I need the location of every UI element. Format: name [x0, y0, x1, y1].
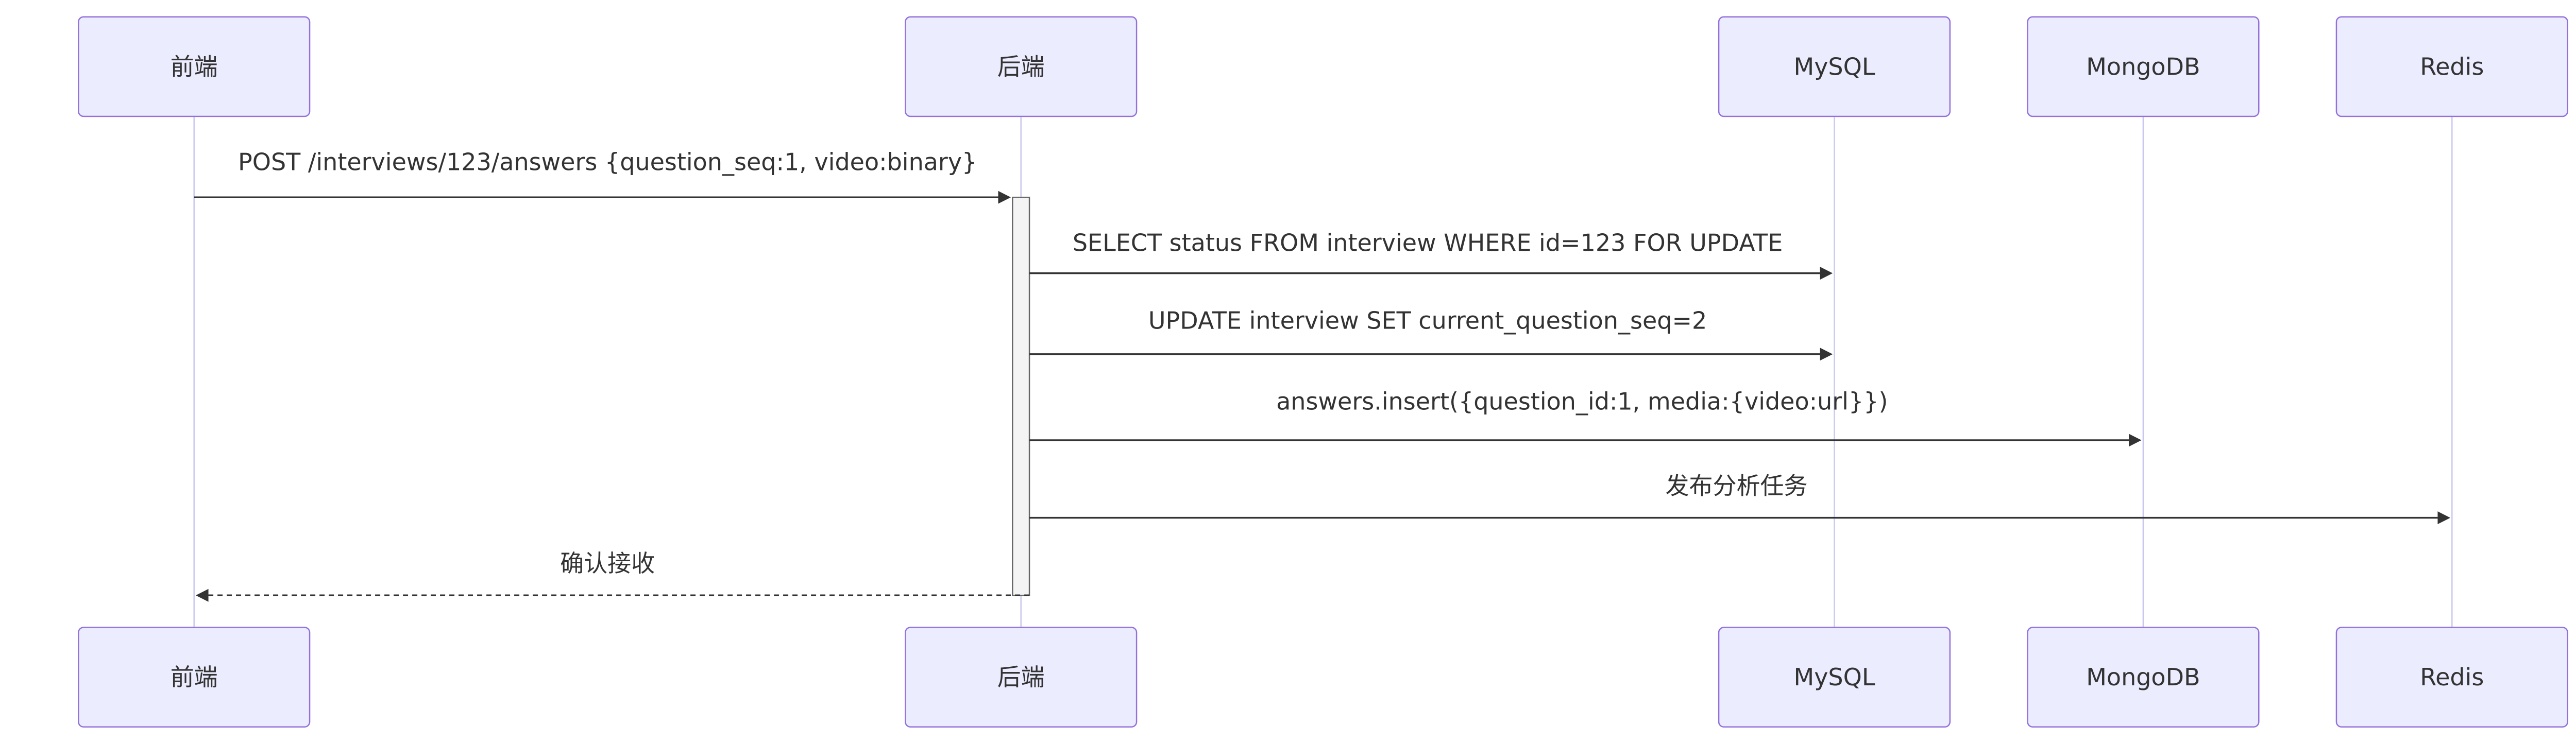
participant-box-bottom-mysql	[1718, 627, 1951, 728]
arrowhead-3	[2129, 434, 2142, 447]
arrowhead-2	[1820, 348, 1833, 361]
arrowhead-5	[195, 589, 209, 602]
participant-box-bottom-be	[905, 627, 1138, 728]
participant-label-bottom-mysql: MySQL	[1794, 663, 1875, 691]
participant-label-top-mysql: MySQL	[1794, 53, 1875, 80]
participant-label-top-be: 后端	[997, 53, 1045, 80]
participant-label-bottom-fe: 前端	[171, 663, 218, 691]
message-label-2: UPDATE interview SET current_question_se…	[1148, 306, 1707, 334]
participant-label-top-mongo: MongoDB	[2086, 53, 2200, 80]
participant-label-bottom-be: 后端	[997, 663, 1045, 691]
participant-box-bottom-redis	[2335, 627, 2568, 728]
participant-box-top-mongo	[2027, 16, 2260, 117]
participant-box-bottom-fe	[78, 627, 311, 728]
message-label-5: 确认接收	[560, 549, 655, 577]
arrowhead-1	[1820, 267, 1833, 280]
message-label-4: 发布分析任务	[1666, 472, 1808, 499]
participant-box-top-be	[905, 16, 1138, 117]
participant-box-top-redis	[2335, 16, 2568, 117]
arrowhead-4	[2437, 511, 2451, 525]
participant-label-bottom-mongo: MongoDB	[2086, 663, 2200, 691]
participant-label-top-fe: 前端	[171, 53, 218, 80]
participant-box-top-mysql	[1718, 16, 1951, 117]
arrowhead-0	[998, 191, 1011, 204]
participant-label-top-redis: Redis	[2420, 53, 2484, 80]
participant-box-bottom-mongo	[2027, 627, 2260, 728]
message-label-0: POST /interviews/123/answers {question_s…	[238, 148, 977, 176]
participant-label-bottom-redis: Redis	[2420, 663, 2484, 691]
participant-box-top-fe	[78, 16, 311, 117]
activation-bar	[1012, 196, 1030, 596]
message-label-3: answers.insert({question_id:1, media:{vi…	[1276, 388, 1888, 416]
message-label-1: SELECT status FROM interview WHERE id=12…	[1073, 229, 1783, 257]
